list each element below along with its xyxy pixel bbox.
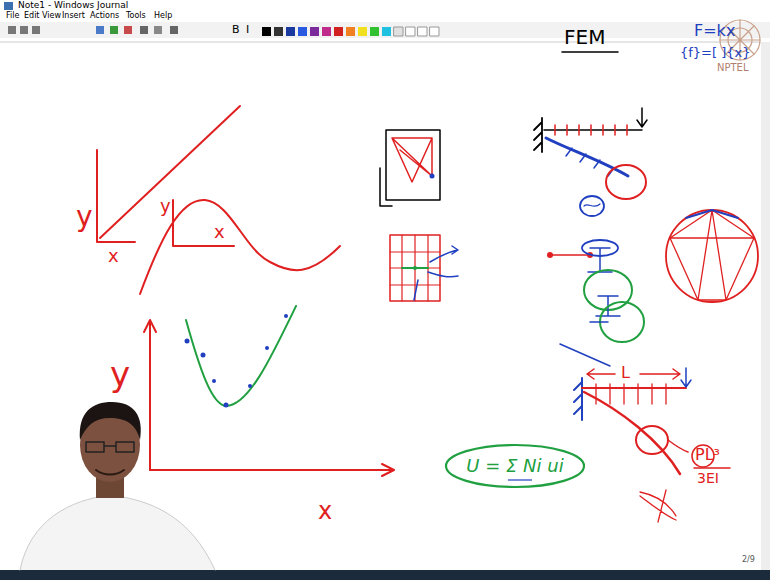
- scrollbar: [761, 42, 770, 570]
- axis-label: x: [318, 498, 332, 524]
- toolbar-italic: I: [246, 24, 249, 36]
- data-points: [185, 314, 289, 408]
- cantilever-sketch: [534, 108, 647, 342]
- taskbar: [0, 570, 770, 580]
- window-title: Note1 - Windows Journal: [18, 1, 128, 11]
- axis-label: y: [110, 356, 130, 393]
- deflection-formula: PL³: [695, 446, 720, 464]
- menu-item: Actions: [90, 12, 119, 21]
- deflection-formula: 3EI: [697, 471, 719, 486]
- mesh-sketches: [380, 130, 458, 301]
- menu-item: Help: [154, 12, 172, 21]
- logo-text: NPTEL: [717, 62, 749, 73]
- lecturer: [20, 402, 215, 570]
- axis-label: y: [160, 196, 171, 216]
- matrix-equation: {f}=[ ]{x}: [680, 46, 751, 60]
- toolbar: [0, 22, 770, 38]
- title-bar: [0, 0, 770, 12]
- toolbar-icons: [8, 26, 439, 36]
- menu-item: Insert: [62, 12, 85, 21]
- menu-item: File: [6, 12, 19, 21]
- app-icon: [4, 2, 13, 10]
- beam-deflection-sketch: [560, 344, 730, 522]
- energy-ellipse: U = Σ Ni ui: [444, 443, 586, 489]
- page-top: [0, 42, 760, 43]
- fitted-curve: [186, 306, 296, 406]
- displacement-equation: U = Σ Ni ui: [466, 456, 563, 476]
- heading: FEM: [564, 26, 605, 48]
- graph-sketches: [97, 106, 394, 476]
- axis-label: x: [214, 222, 225, 242]
- menu-item: Edit: [24, 12, 40, 21]
- axis-label: y: [76, 202, 93, 233]
- menu-item: View: [42, 12, 61, 21]
- ellipse-outline: [446, 445, 584, 487]
- equation: F=kx: [694, 22, 735, 40]
- page-number: 2/9: [742, 556, 755, 565]
- toolbar-bold: B: [232, 24, 240, 36]
- menu-item: Tools: [126, 12, 146, 21]
- underline: [562, 51, 618, 53]
- dimension-label: L: [621, 364, 630, 382]
- circle-mesh: [666, 210, 758, 302]
- underline: [508, 479, 532, 480]
- axis-label: x: [108, 246, 119, 266]
